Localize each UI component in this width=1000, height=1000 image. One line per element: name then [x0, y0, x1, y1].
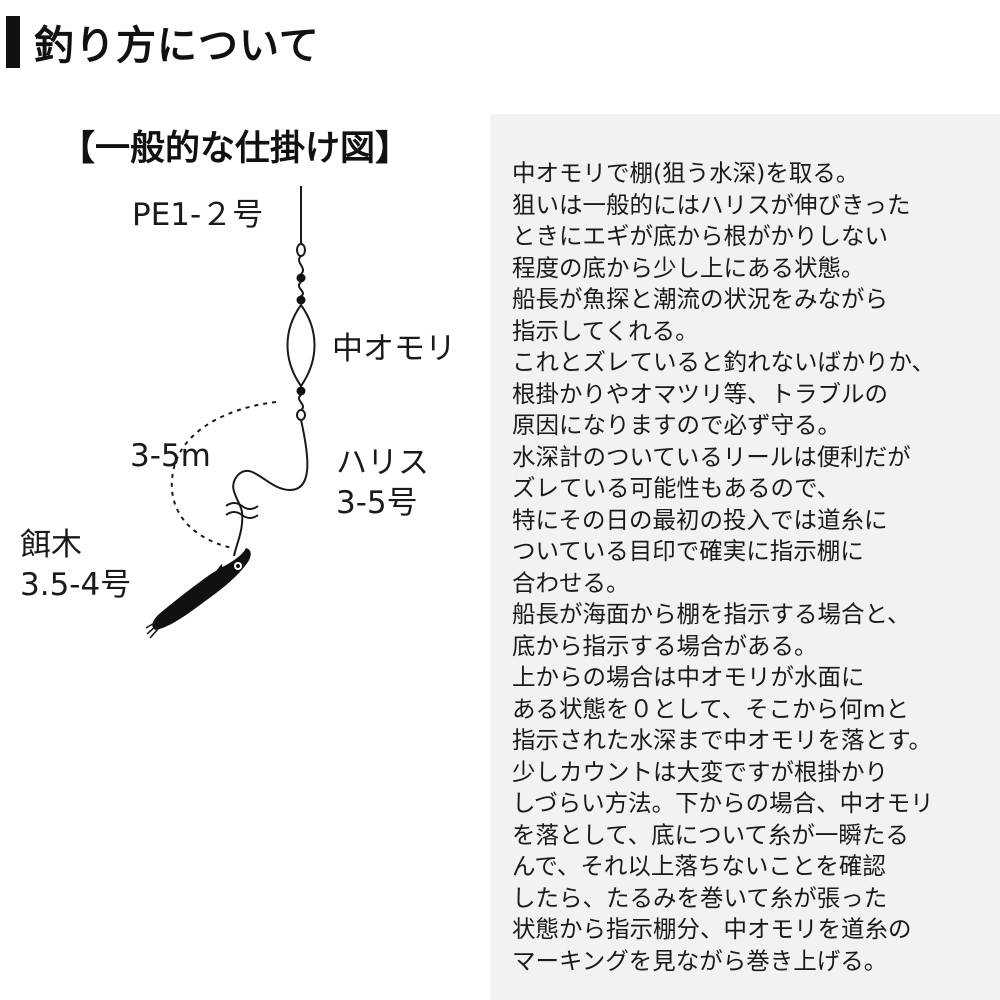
leader-name-label: ハリス [336, 445, 429, 481]
page-title: 釣り方について [34, 23, 320, 69]
panel-text-line: 少しカウントは大変ですが根掛かり [512, 757, 888, 786]
sinker-outline [286, 303, 316, 388]
egi-lure-icon [145, 548, 251, 639]
egi-name-label: 餌木 [20, 527, 82, 563]
panel-text-line: んで、それ以上落ちないことを確認 [512, 852, 886, 880]
header-accent-bar [6, 16, 20, 68]
panel-text-line: マーキングを見ながら巻き上げる。 [512, 946, 888, 975]
leader-line [232, 419, 309, 557]
egi-size-label: 3.5-4号 [20, 567, 132, 603]
panel-text-line: 中オモリで棚(狙う水深)を取る。 [512, 159, 860, 187]
panel-text-line: 狙いは一般的にはハリスが伸びきった [512, 190, 911, 219]
panel-text-line: これとズレていると釣れないばかりか、 [512, 348, 935, 376]
panel-text-line: 水深計のついているリールは便利だが [512, 442, 911, 471]
rig-diagram [145, 186, 316, 639]
panel-text-line: ときにエギが底から根がかりしない [512, 222, 888, 250]
instruction-panel: 中オモリで棚(狙う水深)を取る。 狙いは一般的にはハリスが伸びきった ときにエギ… [490, 114, 1000, 1000]
panel-text-line: 指示された水深まで中オモリを落とす。 [512, 726, 932, 754]
distance-label: 3-5m [130, 438, 211, 474]
main-line-label: PE1-２号 [132, 197, 264, 233]
leader-size-label: 3-5号 [336, 485, 418, 521]
section-header: 釣り方について [6, 14, 320, 70]
panel-text-line: 特にその日の最初の投入では道糸に [512, 505, 888, 534]
sinker-label: 中オモリ [332, 331, 456, 367]
panel-text-line: ついている目印で確実に指示棚に [512, 537, 864, 565]
panel-text-line: 船長が海面から棚を指示する場合と、 [512, 600, 911, 628]
panel-text-line: 原因になりますので必ず守る。 [512, 411, 841, 439]
panel-text-line: 合わせる。 [512, 568, 630, 597]
panel-text-line: 上からの場合は中オモリが水面に [512, 663, 865, 691]
panel-text-line: 状態から指示棚分、中オモリを道糸の [512, 915, 912, 943]
panel-text-line: しづらい方法。下からの場合、中オモリ [512, 789, 934, 817]
leader-break-marks [225, 502, 259, 519]
panel-text-line: 底から指示する場合がある。 [512, 631, 818, 660]
panel-text-line: 根掛かりやオマツリ等、トラブルの [512, 379, 888, 408]
panel-text-line: ズレている可能性もあるので、 [512, 474, 841, 502]
lower-swivel [296, 386, 306, 421]
panel-text-line: 指示してくれる。 [512, 316, 699, 345]
panel-text-line: したら、たるみを巻いて糸が張った [512, 883, 888, 912]
diagram-title: 【一般的な仕掛け図】 [60, 129, 411, 169]
panel-text-line: 船長が魚探と潮流の状況をみながら [512, 285, 888, 313]
panel-text-line: 程度の底から少し上にある状態。 [512, 253, 865, 282]
panel-text-line: ある状態を０として、そこから何mと [512, 694, 910, 723]
upper-swivel [296, 243, 306, 305]
panel-text-line: を落として、底について糸が一瞬たる [512, 820, 909, 849]
